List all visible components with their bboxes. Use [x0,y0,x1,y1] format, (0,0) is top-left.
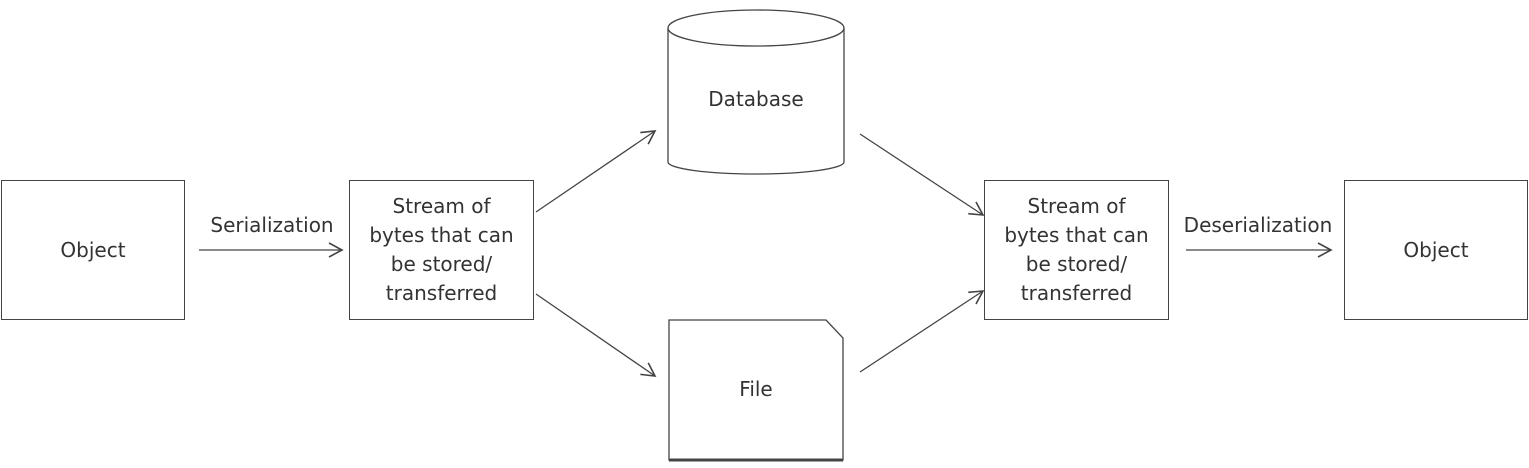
arrow-database-to-stream [859,133,985,216]
stream-left-label: Stream of bytes that can be stored/ tran… [369,194,514,305]
arrow-file-to-stream [859,290,985,373]
file-shape [668,319,844,462]
database-cylinder [667,9,845,175]
stream-left-box: Stream of bytes that can be stored/ tran… [349,180,534,320]
stream-right-box: Stream of bytes that can be stored/ tran… [984,180,1169,320]
arrow-stream-to-database [535,130,657,213]
serialization-label: Serialization [210,213,334,237]
database-label: Database [708,87,804,111]
file-label: File [739,377,773,401]
source-object-box: Object [1,180,185,320]
source-object-label: Object [60,237,126,262]
deserialization-label: Deserialization [1183,213,1333,237]
target-object-label: Object [1403,237,1469,262]
stream-right-label: Stream of bytes that can be stored/ tran… [1004,194,1149,305]
target-object-box: Object [1344,180,1528,320]
arrow-stream-to-file [535,293,657,377]
